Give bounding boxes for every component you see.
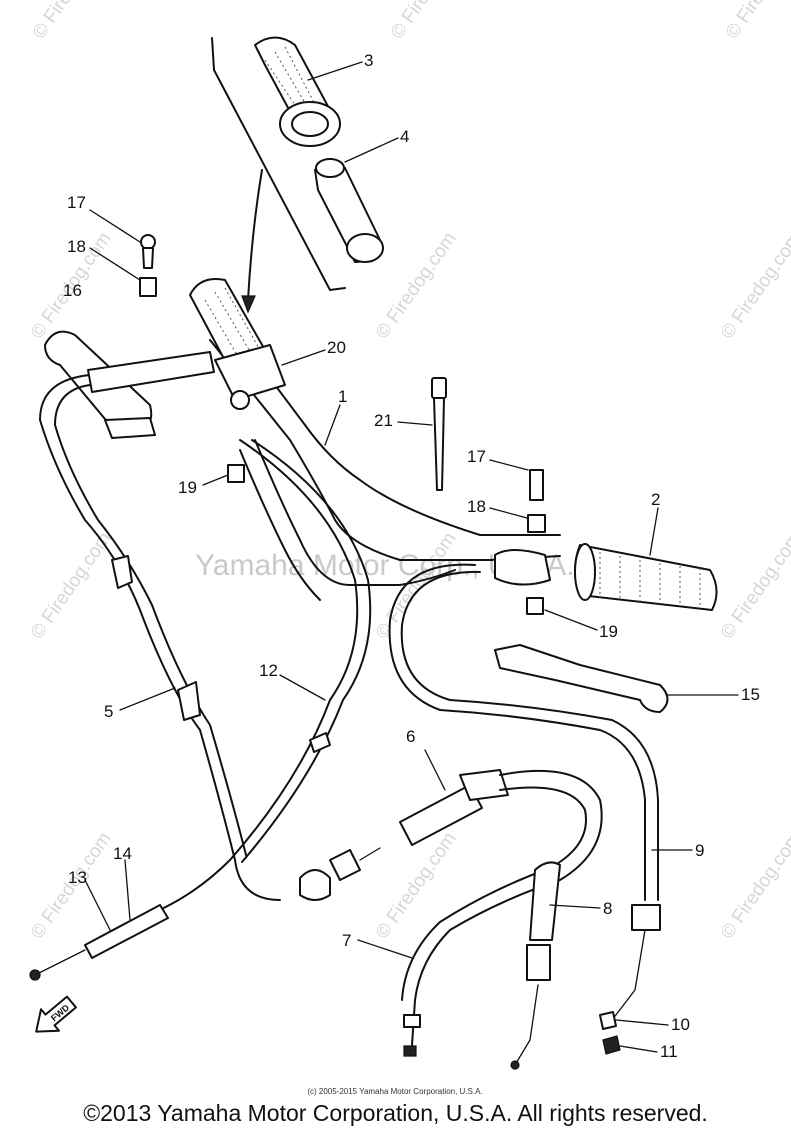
part-18-collar xyxy=(139,277,157,297)
part-10 xyxy=(599,1011,617,1030)
part-1-handlebar xyxy=(209,324,561,601)
callout-18: 18 xyxy=(67,237,86,256)
callout-3: 3 xyxy=(364,51,373,70)
watermark: © Firedog.com xyxy=(372,229,461,343)
callout-17: 17 xyxy=(67,193,86,212)
part-6-cable-junction xyxy=(299,769,509,901)
part-7-cable xyxy=(411,769,603,1046)
part-5-cable xyxy=(39,374,281,901)
part-17-bolt xyxy=(140,234,156,250)
watermark: © Firedog.com xyxy=(717,829,791,943)
footer-copyright: ©2013 Yamaha Motor Corporation, U.S.A. A… xyxy=(83,1100,708,1126)
callout-8: 8 xyxy=(603,899,612,918)
callout-10: 10 xyxy=(671,1015,690,1034)
part-11 xyxy=(602,1035,621,1055)
callout-11: 11 xyxy=(660,1042,678,1061)
part-20-throttle-housing xyxy=(214,344,286,401)
small-copyright: (c) 2005-2015 Yamaha Motor Corporation, … xyxy=(307,1087,482,1096)
fwd-arrow-icon xyxy=(35,995,77,1033)
inset-arrow-line xyxy=(247,169,263,301)
watermark: © Firedog.com xyxy=(387,0,476,43)
callout-9: 9 xyxy=(695,841,704,860)
part-8-boot xyxy=(529,861,561,941)
callout-15: 15 xyxy=(741,685,760,704)
part-13-14-adjuster xyxy=(29,904,169,981)
callout-18-right: 18 xyxy=(467,497,486,516)
part-15-lever xyxy=(494,644,669,713)
callout-4: 4 xyxy=(400,127,409,146)
part-17-18-right-hardware xyxy=(227,464,551,615)
part-16-lever xyxy=(44,234,157,439)
cable-5-adjuster xyxy=(87,351,215,393)
part-3-grip xyxy=(254,36,341,147)
part-9-cable xyxy=(388,563,646,901)
callout-5: 5 xyxy=(104,702,113,721)
watermark: © Firedog.com xyxy=(717,529,791,643)
callout-19-right: 19 xyxy=(599,622,618,641)
inset-arrowhead xyxy=(241,295,256,314)
watermark: © Firedog.com xyxy=(27,529,116,643)
callout-16: 16 xyxy=(63,281,82,300)
callout-13: 13 xyxy=(68,868,87,887)
callout-1: 1 xyxy=(338,387,347,406)
part-2-grip xyxy=(574,543,718,611)
callout-19: 19 xyxy=(178,478,197,497)
callout-14: 14 xyxy=(113,844,132,863)
part-21-cable-tie xyxy=(431,377,447,491)
callout-17-right: 17 xyxy=(467,447,486,466)
part-4-throttle-tube xyxy=(314,158,384,263)
leader-lines xyxy=(84,61,739,1053)
watermark: © Firedog.com xyxy=(29,0,118,43)
callout-20: 20 xyxy=(327,338,346,357)
callout-21: 21 xyxy=(374,411,393,430)
watermark: © Firedog.com xyxy=(372,829,461,943)
fwd-arrow: FWD xyxy=(35,995,77,1033)
callout-labels: 3 4 17 18 16 20 1 21 17 19 18 2 19 12 15… xyxy=(63,51,760,1061)
callout-12: 12 xyxy=(259,661,278,680)
callout-6: 6 xyxy=(406,727,415,746)
watermark: © Firedog.com xyxy=(717,229,791,343)
callout-2: 2 xyxy=(651,490,660,509)
inset-frame xyxy=(211,37,346,291)
watermark: © Firedog.com xyxy=(722,0,791,43)
part-12-cable xyxy=(139,439,359,919)
left-grip-assembly xyxy=(189,278,286,410)
callout-7: 7 xyxy=(342,931,351,950)
